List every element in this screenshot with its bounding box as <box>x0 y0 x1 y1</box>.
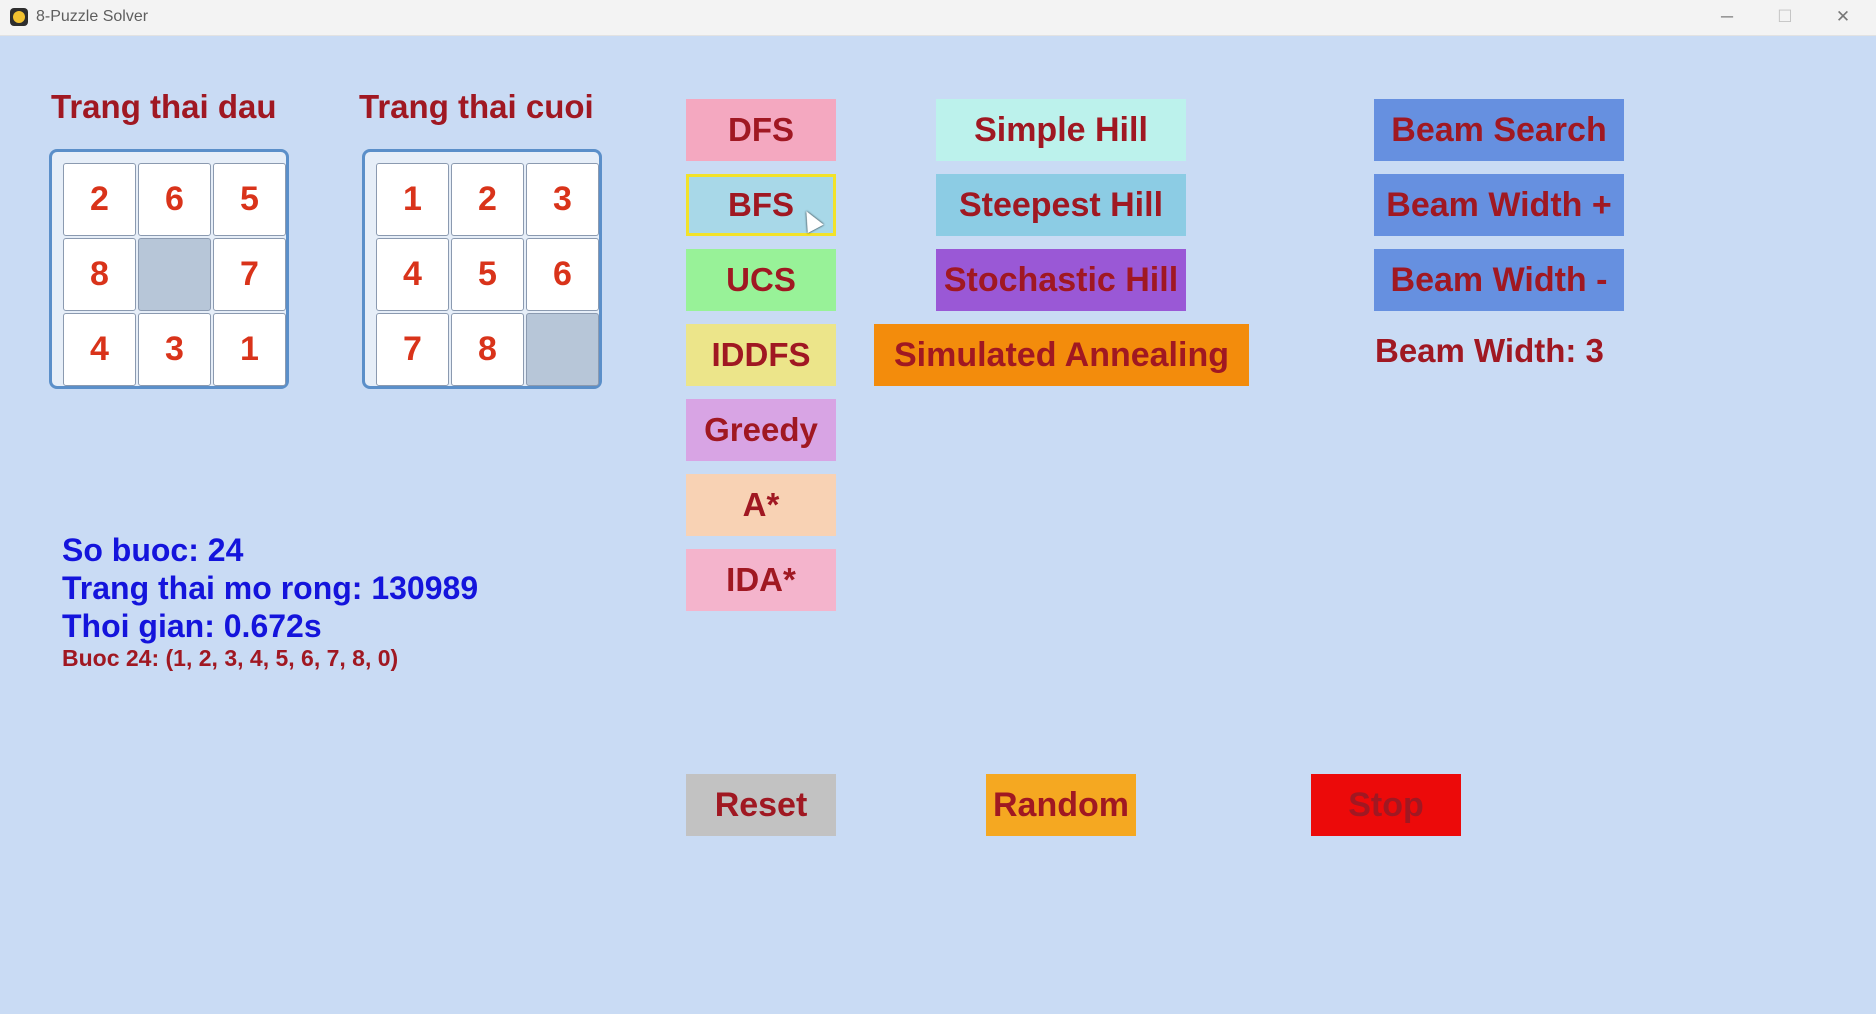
goal-tile: 2 <box>451 163 524 236</box>
expanded-states: Trang thai mo rong: 130989 <box>62 570 479 606</box>
start-tile-blank <box>138 238 211 311</box>
current-step: Buoc 24: (1, 2, 3, 4, 5, 6, 7, 8, 0) <box>62 645 399 671</box>
start-state-heading: Trang thai dau <box>51 88 277 125</box>
start-tile: 4 <box>63 313 136 386</box>
start-tile: 7 <box>213 238 286 311</box>
goal-tile-blank <box>526 313 599 386</box>
beam-width-decrease-button[interactable]: Beam Width - <box>1374 249 1624 311</box>
title-bar: 8-Puzzle Solver ─ ☐ ✕ <box>0 0 1876 36</box>
idastar-button[interactable]: IDA* <box>686 549 836 611</box>
goal-tile: 8 <box>451 313 524 386</box>
start-tile: 6 <box>138 163 211 236</box>
start-tile: 2 <box>63 163 136 236</box>
reset-button[interactable]: Reset <box>686 774 836 836</box>
goal-tile: 3 <box>526 163 599 236</box>
simple-hill-button[interactable]: Simple Hill <box>936 99 1186 161</box>
maximize-button[interactable]: ☐ <box>1777 7 1793 26</box>
bfs-button[interactable]: BFS <box>686 174 836 236</box>
goal-tile: 6 <box>526 238 599 311</box>
goal-tile: 7 <box>376 313 449 386</box>
goal-tile: 4 <box>376 238 449 311</box>
beam-search-button[interactable]: Beam Search <box>1374 99 1624 161</box>
start-tile: 5 <box>213 163 286 236</box>
app-icon <box>10 8 28 26</box>
goal-tile: 1 <box>376 163 449 236</box>
minimize-button[interactable]: ─ <box>1720 7 1734 26</box>
astar-button[interactable]: A* <box>686 474 836 536</box>
simulated-annealing-button[interactable]: Simulated Annealing <box>874 324 1249 386</box>
steepest-hill-button[interactable]: Steepest Hill <box>936 174 1186 236</box>
ucs-button[interactable]: UCS <box>686 249 836 311</box>
close-button[interactable]: ✕ <box>1835 7 1851 26</box>
dfs-button[interactable]: DFS <box>686 99 836 161</box>
start-state-board: 2 6 5 8 7 4 3 1 <box>49 149 289 389</box>
goal-tile: 5 <box>451 238 524 311</box>
start-tile: 3 <box>138 313 211 386</box>
beam-width-increase-button[interactable]: Beam Width + <box>1374 174 1624 236</box>
beam-width-label: Beam Width: 3 <box>1375 332 1604 369</box>
goal-state-heading: Trang thai cuoi <box>359 88 594 125</box>
greedy-button[interactable]: Greedy <box>686 399 836 461</box>
window-title: 8-Puzzle Solver <box>36 8 149 25</box>
elapsed-time: Thoi gian: 0.672s <box>62 608 322 644</box>
stochastic-hill-button[interactable]: Stochastic Hill <box>936 249 1186 311</box>
start-tile: 8 <box>63 238 136 311</box>
stop-button[interactable]: Stop <box>1311 774 1461 836</box>
steps-count: So buoc: 24 <box>62 532 244 568</box>
random-button[interactable]: Random <box>986 774 1136 836</box>
start-tile: 1 <box>213 313 286 386</box>
iddfs-button[interactable]: IDDFS <box>686 324 836 386</box>
goal-state-board: 1 2 3 4 5 6 7 8 <box>362 149 602 389</box>
